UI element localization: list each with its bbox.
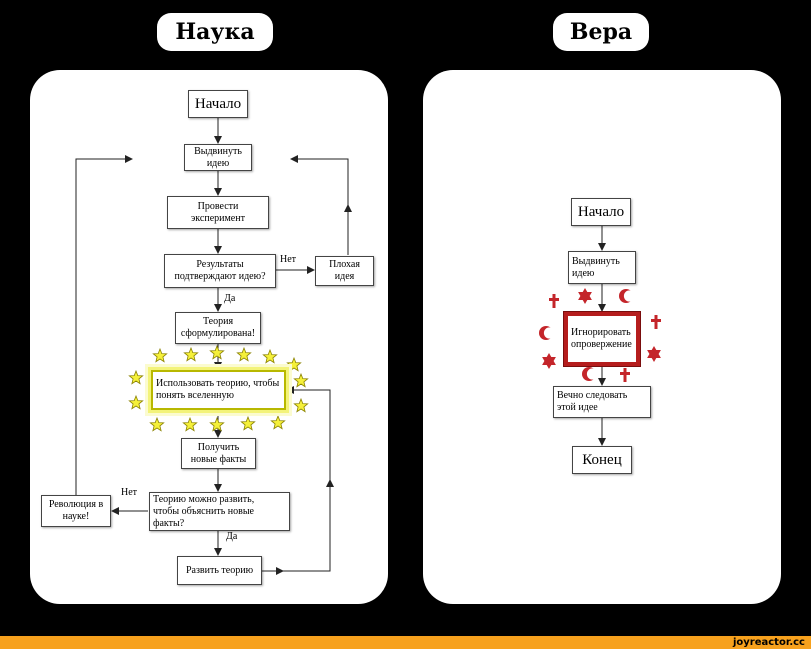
decorative-star-icon — [270, 414, 286, 430]
decorative-star-icon — [293, 372, 309, 388]
decorative-star-icon — [262, 348, 278, 364]
decorative-star-icon — [149, 416, 165, 432]
ignore-node: Игнорировать опровержение — [564, 312, 640, 366]
follow-node: Вечно следовать этой идее — [553, 386, 651, 418]
science-propose-node: Выдвинуть идею — [184, 144, 252, 171]
experiment-node: Провести эксперимент — [167, 196, 269, 229]
site-footer: joyreactor.cc — [0, 636, 811, 649]
no-label-develop: Нет — [121, 487, 138, 498]
faith-start-node: Начало — [571, 198, 631, 226]
star-of-david-icon — [578, 288, 592, 304]
theory-node: Теория сформулирована! — [175, 312, 261, 344]
decorative-star-icon — [183, 346, 199, 362]
faith-title: Вера — [553, 13, 649, 51]
cross-icon — [549, 294, 559, 308]
cross-icon — [651, 315, 661, 329]
faith-end-node: Конец — [572, 446, 632, 474]
decorative-star-icon — [286, 356, 302, 372]
new-facts-node: Получить новые факты — [181, 438, 256, 469]
star-of-david-icon — [647, 346, 661, 362]
decorative-star-icon — [152, 347, 168, 363]
decoration-stars — [128, 344, 309, 432]
science-start-node: Начало — [188, 90, 248, 118]
develop-question-node: Теорию можно развить, чтобы объяснить но… — [149, 492, 290, 531]
decorative-star-icon — [128, 369, 144, 385]
crescent-icon — [582, 367, 599, 381]
decorative-star-icon — [209, 416, 225, 432]
decorative-star-icon — [209, 344, 225, 360]
no-label-confirm: Нет — [280, 254, 297, 265]
crescent-icon — [539, 326, 556, 340]
cross-icon — [620, 368, 630, 382]
decorative-star-icon — [240, 415, 256, 431]
decorative-star-icon — [293, 397, 309, 413]
use-theory-node: Использовать теорию, чтобы понять вселен… — [148, 367, 289, 413]
bad-idea-node: Плохая идея — [315, 256, 374, 286]
science-title: Наука — [157, 13, 273, 51]
decorative-star-icon — [236, 346, 252, 362]
yes-label-confirm: Да — [224, 293, 236, 304]
decorative-star-icon — [182, 416, 198, 432]
develop-theory-node: Развить теорию — [177, 556, 262, 585]
revolution-node: Революция в науке! — [41, 495, 111, 527]
site-link[interactable]: joyreactor.cc — [732, 637, 805, 648]
faith-propose-node: Выдвинуть идею — [568, 251, 636, 284]
yes-label-develop: Да — [226, 531, 238, 542]
crescent-icon — [619, 289, 636, 303]
decorative-star-icon — [128, 394, 144, 410]
star-of-david-icon — [542, 353, 556, 369]
confirm-question-node: Результаты подтверждают идею? — [164, 254, 276, 288]
religious-symbols — [539, 288, 661, 382]
